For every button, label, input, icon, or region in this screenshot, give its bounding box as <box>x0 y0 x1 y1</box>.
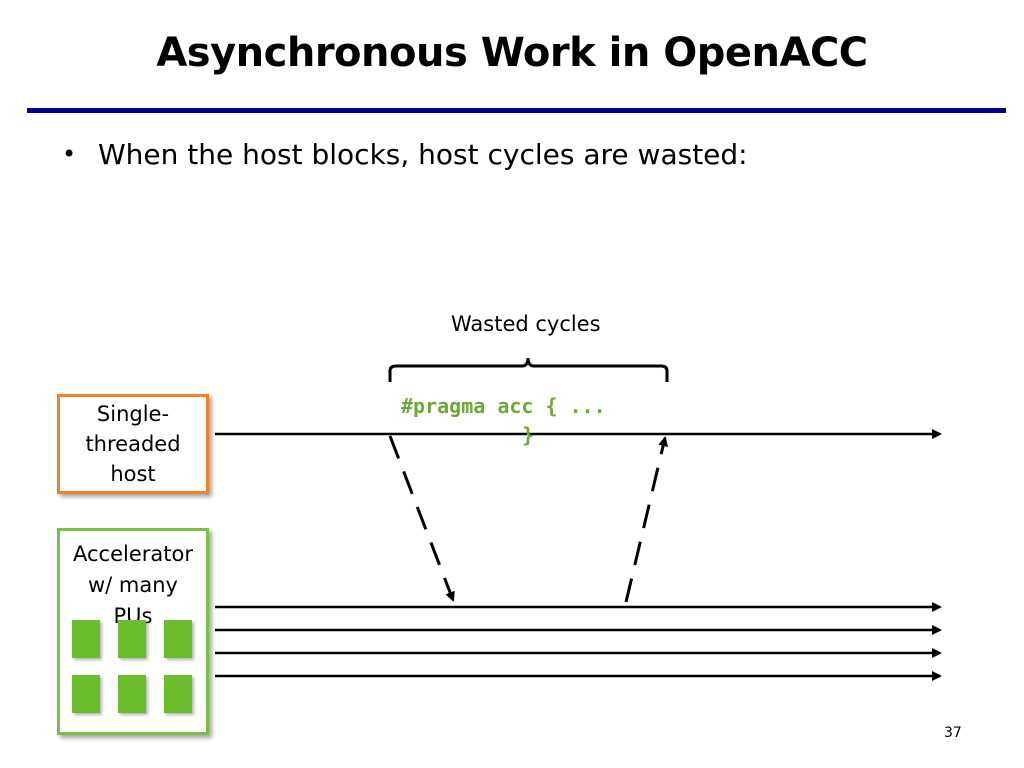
title-divider <box>27 108 1006 113</box>
processing-unit <box>164 675 192 713</box>
bullet-marker: • <box>62 140 77 168</box>
processing-unit <box>72 620 100 658</box>
host-label-line: host <box>110 462 156 486</box>
host-label-line: Single- <box>96 402 170 426</box>
accelerator-box: Accelerator w/ many PUs <box>57 528 209 735</box>
processing-unit <box>118 675 146 713</box>
launch-dashed-arrow <box>388 435 455 602</box>
return-dashed-arrow <box>624 436 669 603</box>
pragma-code-line1: #pragma acc { ... <box>401 394 606 418</box>
wasted-cycles-brace <box>388 357 669 382</box>
page-number: 37 <box>944 725 962 741</box>
processing-unit <box>72 675 100 713</box>
processing-unit <box>164 620 192 658</box>
host-label-line: threaded <box>85 432 181 456</box>
bullet-text: When the host blocks, host cycles are wa… <box>98 138 748 171</box>
host-box: Single- threaded host <box>57 394 209 494</box>
accelerator-label-line: Accelerator <box>73 542 193 566</box>
slide-title: Asynchronous Work in OpenACC <box>156 30 868 76</box>
processing-unit <box>118 620 146 658</box>
pragma-code-line2: } <box>522 423 535 447</box>
accelerator-label-line: w/ many <box>88 573 178 597</box>
wasted-cycles-label: Wasted cycles <box>451 312 601 336</box>
